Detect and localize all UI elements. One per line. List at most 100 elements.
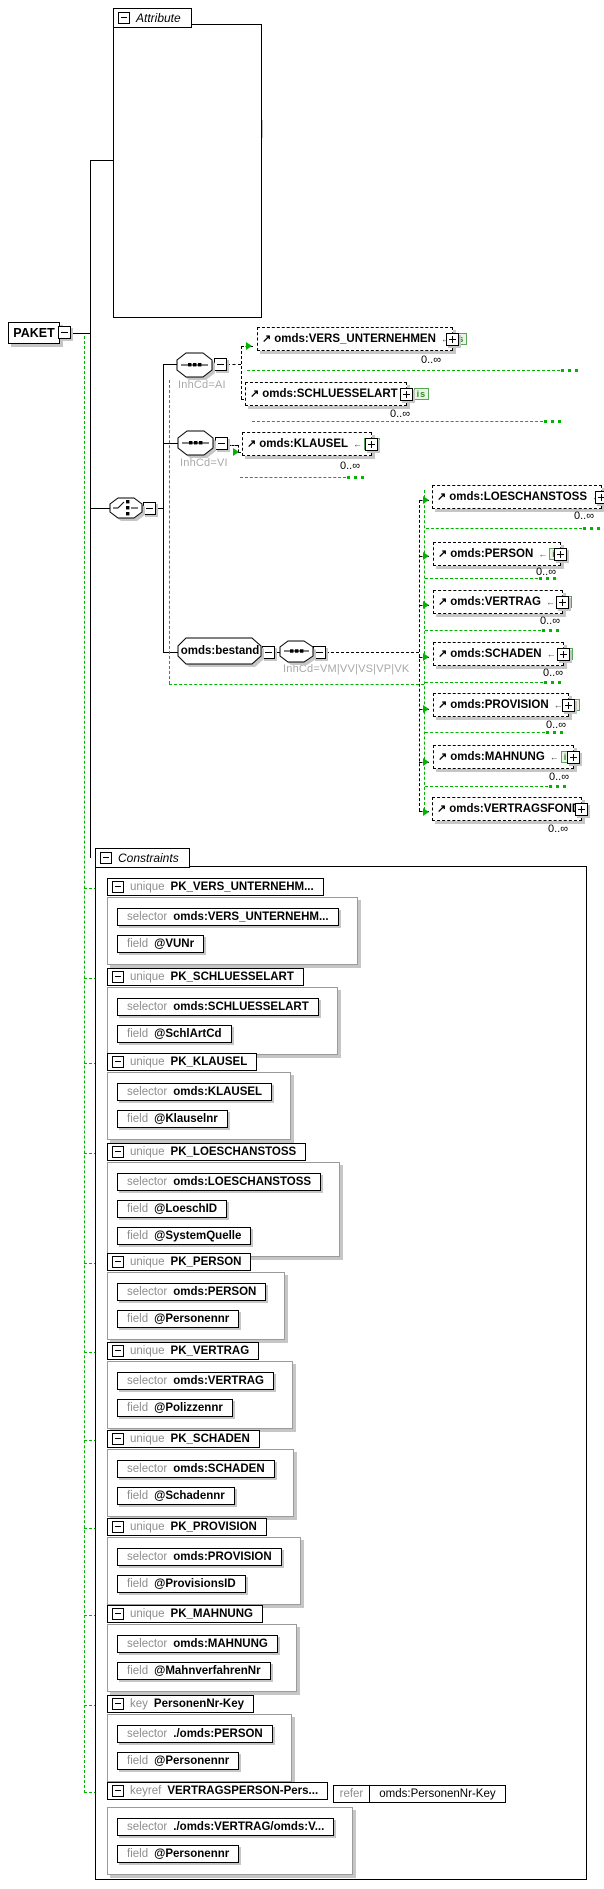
constraint-tab[interactable]: unique PK_LOESCHANSTOSS bbox=[107, 1143, 307, 1161]
element-klausel[interactable]: omds:KLAUSEL is bbox=[242, 432, 380, 456]
attributes-panel-tab[interactable]: Attribute bbox=[113, 8, 192, 28]
constraint-tab[interactable]: unique PK_PERSON bbox=[107, 1253, 252, 1271]
choice-icon[interactable] bbox=[109, 497, 149, 525]
constraint-tab[interactable]: unique PK_VERTRAG bbox=[107, 1342, 260, 1360]
substitution-arrow-icon bbox=[538, 549, 547, 559]
selector-row[interactable]: selector./omds:VERTRAG/omds:V... bbox=[117, 1818, 335, 1836]
element-loeschanstoss[interactable]: omds:LOESCHANSTOSS is bbox=[432, 485, 604, 509]
expand-icon[interactable] bbox=[446, 333, 459, 346]
expand-icon[interactable] bbox=[562, 699, 575, 712]
constraint-tab[interactable]: unique PK_SCHADEN bbox=[107, 1430, 260, 1448]
expand-icon[interactable] bbox=[567, 751, 580, 764]
collapse-icon[interactable] bbox=[58, 326, 71, 339]
field-row[interactable]: field@Personennr bbox=[117, 1845, 240, 1863]
expand-icon[interactable] bbox=[365, 438, 378, 451]
root-element-label: PAKET bbox=[13, 326, 55, 340]
expand-icon[interactable] bbox=[595, 491, 604, 504]
occurrence-label: 0..∞ bbox=[340, 460, 361, 472]
bestand-element[interactable]: omds:bestand bbox=[180, 640, 260, 662]
connector bbox=[156, 508, 164, 509]
refer-row[interactable]: refer omds:PersonenNr-Key bbox=[332, 1785, 506, 1803]
constraint-kind: unique bbox=[130, 1433, 165, 1445]
field-row[interactable]: field@ProvisionsID bbox=[117, 1575, 246, 1593]
constraint-tab[interactable]: unique PK_PROVISION bbox=[107, 1518, 267, 1536]
collapse-icon[interactable] bbox=[118, 12, 130, 24]
collapse-icon[interactable] bbox=[112, 881, 124, 893]
collapse-icon[interactable] bbox=[112, 1146, 124, 1158]
sequence-icon[interactable] bbox=[176, 352, 220, 384]
element-vers-unternehmen[interactable]: omds:VERS_UNTERNEHMEN is bbox=[257, 327, 468, 351]
field-row[interactable]: field@Klauselnr bbox=[117, 1110, 228, 1128]
field-row[interactable]: field@Schadennr bbox=[117, 1487, 235, 1505]
constraint-vertragsperson-keyref[interactable]: keyref VERTRAGSPERSON-Pers... refer omds… bbox=[107, 1782, 506, 1875]
collapse-icon[interactable] bbox=[112, 1056, 124, 1068]
field-row[interactable]: field@VUNr bbox=[117, 935, 205, 953]
root-element-paket[interactable]: PAKET bbox=[8, 322, 60, 344]
expand-icon[interactable] bbox=[575, 803, 588, 816]
element-mahnung[interactable]: omds:MAHNUNG is bbox=[433, 745, 580, 769]
collapse-icon[interactable] bbox=[112, 1521, 124, 1533]
element-vertragsfonds[interactable]: omds:VERTRAGSFONDS bbox=[432, 797, 588, 821]
expand-icon[interactable] bbox=[557, 648, 570, 661]
sequence-icon[interactable] bbox=[279, 640, 321, 670]
field-row[interactable]: field@MahnverfahrenNr bbox=[117, 1662, 271, 1680]
collapse-icon[interactable] bbox=[112, 1433, 124, 1445]
field-row[interactable]: field@Personennr bbox=[117, 1752, 240, 1770]
collapse-icon[interactable] bbox=[112, 1608, 124, 1620]
constraint-tab[interactable]: keyref VERTRAGSPERSON-Pers... bbox=[107, 1782, 329, 1800]
collapse-icon[interactable] bbox=[100, 852, 112, 864]
field-row[interactable]: field@SchlArtCd bbox=[117, 1025, 232, 1043]
constraints-panel-tab[interactable]: Constraints bbox=[95, 848, 190, 868]
field-row[interactable]: field@Personennr bbox=[117, 1310, 240, 1328]
element-vertrag[interactable]: omds:VERTRAG is bbox=[433, 590, 573, 614]
constraint-tab[interactable]: key PersonenNr-Key bbox=[107, 1695, 255, 1713]
constraint-tab[interactable]: unique PK_SCHLUESSELART bbox=[107, 968, 304, 986]
expand-icon[interactable] bbox=[400, 388, 413, 401]
collapse-icon[interactable] bbox=[112, 971, 124, 983]
constraint-tab[interactable]: unique PK_MAHNUNG bbox=[107, 1605, 263, 1623]
selector-row[interactable]: selector./omds:PERSON bbox=[117, 1725, 273, 1743]
element-person[interactable]: omds:PERSON is bbox=[433, 542, 567, 566]
constraint-kind: key bbox=[130, 1698, 148, 1710]
collapse-icon[interactable] bbox=[112, 1785, 124, 1797]
element-provision[interactable]: omds:PROVISION is bbox=[433, 693, 581, 717]
expand-icon[interactable] bbox=[554, 548, 567, 561]
selector-value: ./omds:PERSON bbox=[173, 1728, 263, 1740]
collapse-icon[interactable] bbox=[112, 1698, 124, 1710]
collapse-icon[interactable] bbox=[112, 1345, 124, 1357]
element-schluesselart[interactable]: omds:SCHLUESSELART is bbox=[245, 382, 430, 406]
constraint-tab[interactable]: unique PK_KLAUSEL bbox=[107, 1053, 258, 1071]
field-row[interactable]: field@LoeschID bbox=[117, 1200, 228, 1218]
constraint-tab[interactable]: unique PK_VERS_UNTERNEHM... bbox=[107, 878, 324, 896]
field-row[interactable]: field@SystemQuelle bbox=[117, 1227, 252, 1245]
expand-icon[interactable] bbox=[556, 596, 569, 609]
element-schaden[interactable]: omds:SCHADEN is bbox=[433, 642, 574, 666]
optional-arrow-icon bbox=[423, 552, 429, 560]
field-row[interactable]: field@Polizzennr bbox=[117, 1399, 233, 1417]
collapse-icon[interactable] bbox=[112, 1256, 124, 1268]
constraint-personennr-key[interactable]: key PersonenNr-Key selector./omds:PERSON… bbox=[107, 1695, 292, 1782]
optional-connector bbox=[169, 380, 170, 684]
sequence-icon[interactable] bbox=[177, 430, 221, 462]
bestand-element-shape[interactable] bbox=[177, 637, 269, 671]
